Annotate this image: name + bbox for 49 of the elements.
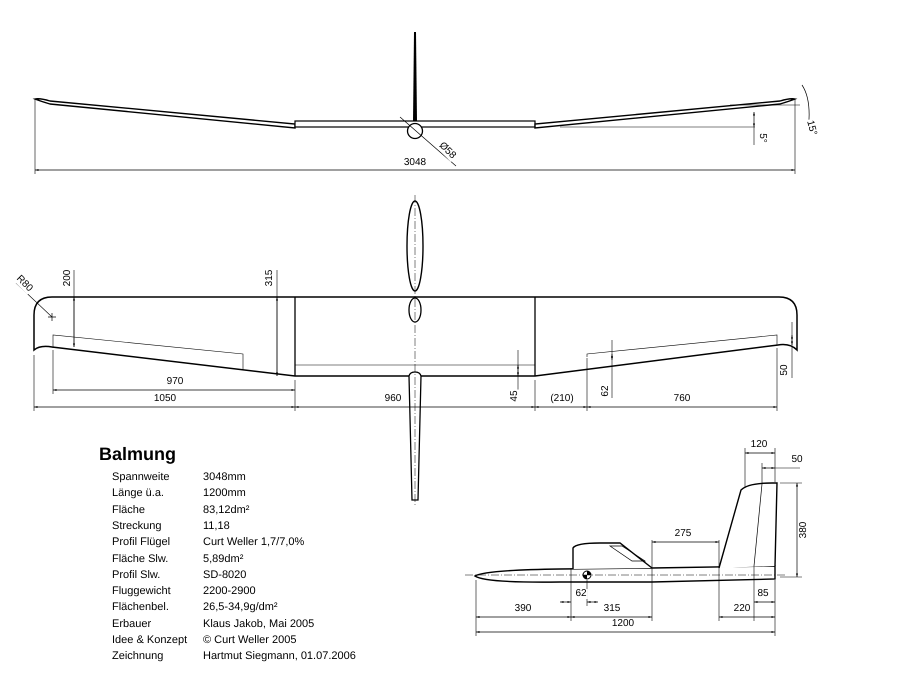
spec-value: Curt Weller 1,7/7,0% <box>203 537 304 548</box>
spec-label: Länge ü.a. <box>112 488 164 500</box>
spec-value: © Curt Weller 2005 <box>203 635 296 646</box>
spec-label: Fläche Slw. <box>112 554 168 564</box>
dimension-label: 200 <box>63 268 73 288</box>
dimension-label: 275 <box>674 529 692 539</box>
dimension-label: 1200 <box>610 619 636 629</box>
spec-value: 1200mm <box>203 488 246 500</box>
spec-value: 26,5-34,9g/dm² <box>203 602 278 614</box>
spec-value: 11,18 <box>203 520 230 532</box>
spec-label: Profil Slw. <box>112 570 160 581</box>
dimension-label: 1050 <box>152 394 178 404</box>
dimension-label: 970 <box>166 377 184 387</box>
dimension-label: 760 <box>672 394 692 404</box>
dimension-label: Ø58 <box>436 140 458 162</box>
dimension-label: 50 <box>780 363 790 377</box>
spec-label: Flächenbel. <box>112 602 169 614</box>
spec-value: 3048mm <box>203 472 246 483</box>
dimension-label: 62 <box>601 384 611 398</box>
dimension-label: 380 <box>799 520 809 540</box>
spec-value: 83,12dm² <box>203 504 250 516</box>
dimension-label: 50 <box>790 455 804 465</box>
spec-label: Erbauer <box>112 618 152 630</box>
spec-value: SD-8020 <box>203 570 246 581</box>
dimension-label: 315 <box>265 268 275 288</box>
dimension-label: 85 <box>756 589 770 599</box>
spec-label: Fluggewicht <box>112 586 171 598</box>
spec-value: Klaus Jakob, Mai 2005 <box>203 618 314 630</box>
spec-value: 2200-2900 <box>203 586 256 598</box>
spec-label: Idee & Konzept <box>112 635 188 646</box>
spec-value: Hartmut Siegmann, 01.07.2006 <box>203 651 356 662</box>
dimension-label: 3048 <box>402 158 428 168</box>
dimension-label: 5° <box>757 132 767 144</box>
dimension-label: 390 <box>514 604 532 614</box>
dimension-label: 960 <box>384 394 402 404</box>
spec-label: Spannweite <box>112 472 170 483</box>
spec-label: Zeichnung <box>112 651 164 662</box>
spec-label: Streckung <box>112 520 162 532</box>
dimension-label: 315 <box>602 604 622 614</box>
spec-label: Fläche <box>112 504 146 516</box>
dimension-label: (210) <box>549 394 575 404</box>
dimension-label: 45 <box>510 389 520 403</box>
dimension-label: 220 <box>732 604 752 614</box>
dimension-label: R80 <box>13 273 35 295</box>
dimension-label: 62 <box>574 589 588 599</box>
dimension-label: 120 <box>750 440 768 450</box>
spec-value: 5,89dm² <box>203 554 244 564</box>
drawing-title: Balmung <box>99 445 176 463</box>
spec-label: Profil Flügel <box>112 537 170 548</box>
